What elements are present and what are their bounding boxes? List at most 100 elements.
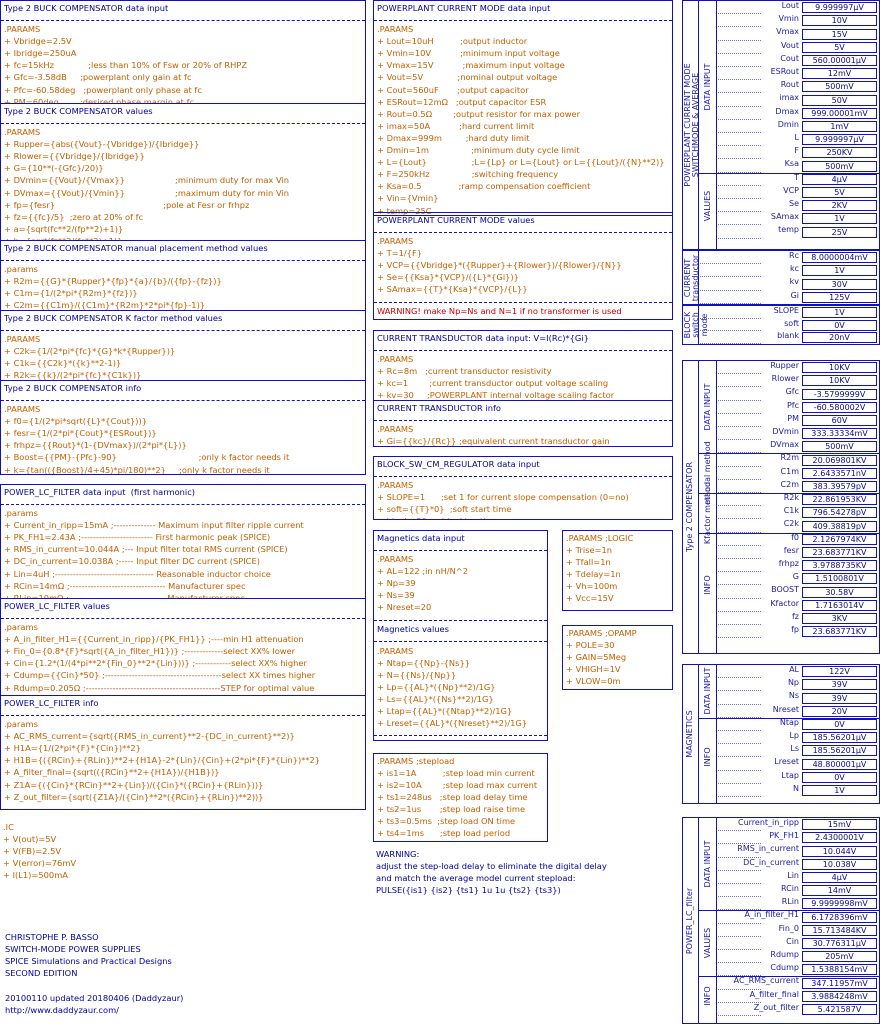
param-line: + frhpz={{Rout}*(1-{DVmax})/(2*pi*{L})} bbox=[4, 440, 187, 451]
param-label: Gi bbox=[790, 290, 799, 300]
row-leader bbox=[718, 935, 761, 937]
param-value-frhpz: 3.9788735KV bbox=[802, 560, 877, 572]
param-value-imax: 50V bbox=[802, 94, 877, 106]
panel-title: transductor bbox=[691, 254, 700, 301]
param-value-fp: 23.683771KV bbox=[802, 626, 877, 638]
row-leader bbox=[718, 544, 761, 546]
param-value-vout: 5V bbox=[802, 41, 877, 53]
param-label: Lreset bbox=[774, 757, 799, 767]
param-label: Lout bbox=[781, 1, 799, 10]
param-line: + ts1=248us ;step load delay time bbox=[377, 791, 528, 802]
param-value-dc-in-current: 10.038V bbox=[802, 858, 877, 870]
row-leader bbox=[718, 716, 761, 718]
param-value-ns: 39V bbox=[802, 692, 877, 704]
param-label: A_in_filter_H1 bbox=[744, 910, 799, 920]
group-label: DATA INPUT bbox=[703, 383, 712, 431]
group-divider bbox=[698, 453, 880, 455]
param-label: Vout bbox=[781, 40, 799, 50]
param-line: .PARAMS ;OPAMP bbox=[566, 627, 637, 638]
param-value-rcin: 14mV bbox=[802, 885, 877, 897]
row-leader bbox=[718, 158, 761, 160]
param-line: + f0={1/(2*pi*sqrt({L}*{Cout}))} bbox=[4, 416, 147, 427]
param-line: + Ntap={{Np}-{Ns}} bbox=[377, 657, 471, 668]
warning-note-line: and match the average model current step… bbox=[376, 873, 576, 884]
param-label: AC_RMS_current bbox=[733, 976, 799, 986]
param-label: C1k bbox=[783, 506, 799, 516]
row-leader bbox=[718, 743, 761, 745]
param-value-kv: 30V bbox=[802, 278, 877, 290]
group-label: DATA INPUT bbox=[703, 667, 712, 715]
param-value-rlin: 9.9999998mV bbox=[802, 898, 877, 910]
param-line: + fp={fesr} ;pole at Fesr or frhpz bbox=[4, 199, 250, 210]
param-label: kv bbox=[789, 277, 799, 287]
param-line: + Cout=560uF ;output capacitor bbox=[377, 84, 529, 95]
block-mag: Magnetics data input.PARAMS+ AL=122 ;in … bbox=[373, 530, 548, 741]
param-line: .PARAMS bbox=[377, 354, 414, 365]
param-label: Vmin bbox=[778, 14, 799, 24]
param-line: + RLin=10mΩ ;---------------------------… bbox=[4, 592, 245, 599]
param-line: + DVmin={{Vout}/{Vmax}} ;minimum duty fo… bbox=[4, 175, 290, 186]
row-leader bbox=[700, 302, 761, 304]
param-value-temp: 25V bbox=[802, 226, 877, 238]
row-leader bbox=[718, 66, 761, 67]
param-label: soft bbox=[784, 318, 799, 328]
param-value-nreset: 20V bbox=[802, 705, 877, 717]
param-line: + PM=60deg ;desired phase margin at fc bbox=[4, 96, 195, 104]
param-label: R2k bbox=[783, 493, 799, 502]
param-label: Dmin bbox=[777, 119, 799, 129]
dashed-divider bbox=[1, 122, 365, 124]
param-line: + C2k={1/(2*pi*{fc}*{G}*k*{Rupper})} bbox=[4, 346, 176, 357]
row-leader bbox=[718, 79, 761, 81]
group-divider bbox=[698, 976, 880, 978]
param-line: .params bbox=[4, 622, 38, 633]
param-line: .params bbox=[4, 719, 38, 730]
row-leader bbox=[718, 426, 761, 427]
param-value-cout: 560.00001µV bbox=[802, 54, 877, 66]
param-line: + Lout=10uH ;output inductor bbox=[377, 36, 528, 47]
param-line: + Vh=100m bbox=[566, 580, 618, 591]
param-label: Lin bbox=[787, 870, 799, 880]
row-leader bbox=[718, 782, 761, 784]
param-value-f: 250KV bbox=[802, 147, 877, 159]
param-line: + Trise=1n bbox=[566, 544, 613, 555]
param-value-pk-fh1: 2.4300001V bbox=[802, 832, 877, 844]
param-line: + k={tan(({Boost}/4+45)*pi/180)**2} ;onl… bbox=[4, 464, 270, 475]
param-label: kc bbox=[789, 264, 799, 274]
param-line: + PK_FH1=2.43A ;------------------------… bbox=[4, 532, 271, 543]
param-label: fesr bbox=[783, 545, 799, 555]
param-value-se: 2KV bbox=[802, 200, 877, 212]
row-leader bbox=[718, 571, 761, 573]
param-label: Ntap bbox=[779, 717, 799, 727]
dashed-divider bbox=[1, 503, 365, 505]
block-ct-info: CURRENT TRANSDUCTOR info.PARAMS+ Gi={{kc… bbox=[373, 400, 673, 447]
param-line: + C1m={1/(2*pi*{R2m}*{fz})} bbox=[4, 288, 138, 299]
param-value-c1m: 2.6433571nV bbox=[802, 467, 877, 479]
param-line: + SAmax={{T}*{Ksa}*{VCP}/{L}} bbox=[377, 284, 528, 295]
group-label: INFO bbox=[703, 747, 712, 768]
panel-divider bbox=[716, 817, 717, 1024]
param-value-lin: 4µV bbox=[802, 871, 877, 883]
credits-line: http://www.daddyzaur.com/ bbox=[5, 1004, 119, 1015]
panel-divider bbox=[698, 0, 699, 250]
param-label: Np bbox=[787, 678, 799, 688]
row-leader bbox=[718, 962, 761, 964]
param-line: + N={{Ns}/{Np}} bbox=[377, 669, 457, 680]
param-label: G bbox=[792, 572, 799, 582]
param-line: + Rlower={{Vbridge}/{Ibridge}} bbox=[4, 151, 145, 162]
param-value-pfc: -60.580002V bbox=[802, 401, 877, 413]
param-label: Current_in_ripp bbox=[737, 818, 799, 827]
warning-line: WARNING! make Np=Ns and N=1 if no transf… bbox=[377, 305, 622, 316]
group-divider bbox=[698, 910, 880, 912]
param-label: N bbox=[793, 783, 799, 793]
param-label: F bbox=[794, 146, 799, 156]
dashed-divider bbox=[374, 619, 547, 621]
param-line: + blank=20ns ;blanking time bbox=[377, 517, 499, 519]
row-leader bbox=[718, 198, 761, 199]
param-value-r2k: 22.861953KV bbox=[802, 494, 877, 506]
param-value-np: 39V bbox=[802, 679, 877, 691]
param-value-rlower: 10KV bbox=[802, 375, 877, 387]
param-label: imax bbox=[779, 93, 799, 103]
block-t2-kfactor: Type 2 BUCK COMPENSATOR K factor method … bbox=[0, 310, 366, 381]
block-t2-info: Type 2 BUCK COMPENSATOR info.PARAMS+ f0=… bbox=[0, 380, 366, 475]
param-value-fin-0: 15.713484KV bbox=[802, 924, 877, 936]
